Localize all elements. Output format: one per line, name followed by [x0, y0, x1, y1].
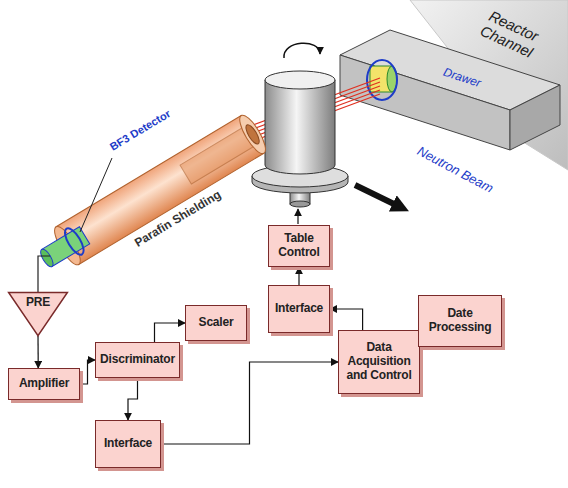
detector-ring [61, 226, 87, 258]
box-text: Data Acquisition and Control [343, 341, 415, 382]
control-line [297, 209, 298, 224]
signal-connector [155, 323, 186, 342]
signal-connector [330, 309, 363, 330]
shield-bore-end [243, 123, 261, 146]
sample-holder-top [265, 71, 335, 89]
control-box: Table Control [268, 225, 330, 267]
rotation-arrow [284, 43, 320, 58]
signal-connector [161, 362, 338, 444]
drawer-side [510, 85, 560, 150]
amplifier-box: Amplifier [8, 368, 80, 400]
box-text: Interface [104, 437, 152, 451]
scaler-box: Scaler [185, 305, 247, 341]
box-text: PRE [26, 296, 50, 310]
drawer-label: Drawer [442, 66, 483, 90]
signal-connector [37, 336, 38, 368]
motion-arrow [355, 185, 396, 205]
interface-box: Interface [95, 420, 161, 468]
channel-label: Reactor Channel [474, 6, 546, 63]
box-text: Table Control [273, 232, 325, 260]
detector-assembly [32, 112, 270, 279]
triangle-outline [9, 292, 68, 335]
detector-label: BF3 Detector [108, 107, 173, 153]
preamp-triangle: PRE [8, 292, 68, 336]
interface-box: Interface [268, 285, 330, 333]
signal-connector [80, 360, 95, 384]
processing-box: Date Processing [418, 295, 502, 347]
sample-holder [265, 80, 335, 174]
drawer-front [340, 55, 510, 150]
sample-ring [367, 60, 397, 100]
signal-wire [38, 256, 50, 292]
box-text: Scaler [199, 316, 234, 330]
discriminator-box: Discriminator [95, 342, 180, 378]
table-stem-end [290, 201, 310, 207]
box-text: Discriminator [100, 353, 175, 367]
box-text: Date Processing [423, 307, 497, 335]
shielding-label: Parafin Shielding [133, 188, 224, 250]
detector-end [38, 247, 55, 268]
shield-end [235, 112, 270, 157]
signal-connector [128, 378, 138, 420]
signal-connector [298, 267, 299, 285]
box-text: Interface [275, 302, 323, 316]
leader-line [80, 158, 112, 232]
box-text: Amplifier [19, 377, 69, 391]
acquisition-box: Data Acquisition and Control [338, 330, 420, 394]
beam-label: Neutron Beam [415, 144, 496, 196]
